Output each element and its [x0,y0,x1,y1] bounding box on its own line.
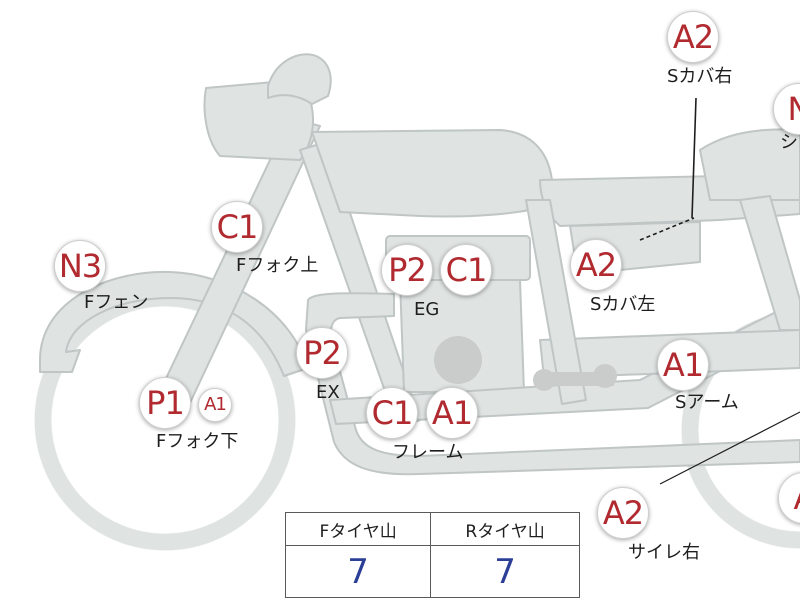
label-s-cover-left: Sカバ左 [590,294,656,315]
tire-tread-table: Fタイヤ山 Rタイヤ山 7 7 [284,512,580,598]
leader-line-scover-dash [639,217,695,241]
label-eg: EG [414,299,440,320]
marker-c1-ffork-upper[interactable]: C1 [211,201,263,253]
marker-a2-scover-right[interactable]: A2 [667,11,719,63]
label-f-fork-lower: Fフォク下 [156,431,239,452]
footpeg-knob-left [533,369,555,391]
front-fender [39,270,309,377]
rear-tire-tread-header: Rタイヤ山 [430,512,580,546]
marker-p2-ex[interactable]: P2 [296,327,348,379]
rear-tire-tread-value[interactable]: 7 [430,545,580,598]
fuel-tank [311,129,553,218]
label-side-stand-right: サイレ右 [628,542,700,563]
rear-shock [739,195,800,331]
front-tire-tread-value[interactable]: 7 [284,545,432,598]
marker-a1-ffork-lower-small[interactable]: A1 [198,388,232,422]
footpeg-knob-right [593,364,617,388]
label-s-arm: Sアーム [675,392,739,413]
exhaust-pipe [305,292,800,476]
label-f-fender: Fフェン [84,292,149,313]
tread-table-value-row: 7 7 [284,545,580,598]
marker-p2-eg[interactable]: P2 [381,244,433,296]
rear-frame-tube [525,199,587,405]
engine-cover-circle [434,336,482,384]
front-tire-tread-header: Fタイヤ山 [284,512,432,546]
marker-n3-ffender[interactable]: N3 [54,240,106,292]
marker-c1-eg[interactable]: C1 [440,244,492,296]
leader-line-scover-right [691,97,697,219]
label-frame: フレーム [392,442,464,463]
label-ex: EX [316,382,340,403]
label-f-fork-upper: Fフォク上 [236,255,319,276]
marker-c1-frame[interactable]: C1 [366,387,418,439]
rear-wheel [682,312,800,548]
handlebar [267,53,332,105]
tread-table-header-row: Fタイヤ山 Rタイヤ山 [284,512,580,546]
leader-line-side-stand [659,411,800,485]
marker-p1-ffork-lower[interactable]: P1 [139,377,191,429]
label-shi-partial: シ [780,132,798,153]
label-s-cover-right: Sカバ右 [667,66,733,87]
marker-a2-side-stand-right[interactable]: A2 [597,487,649,539]
marker-a1-frame[interactable]: A1 [426,387,478,439]
marker-a2-scover-left[interactable]: A2 [570,239,622,291]
tail-cowl [699,128,800,201]
marker-a1-sarm[interactable]: A1 [657,339,709,391]
